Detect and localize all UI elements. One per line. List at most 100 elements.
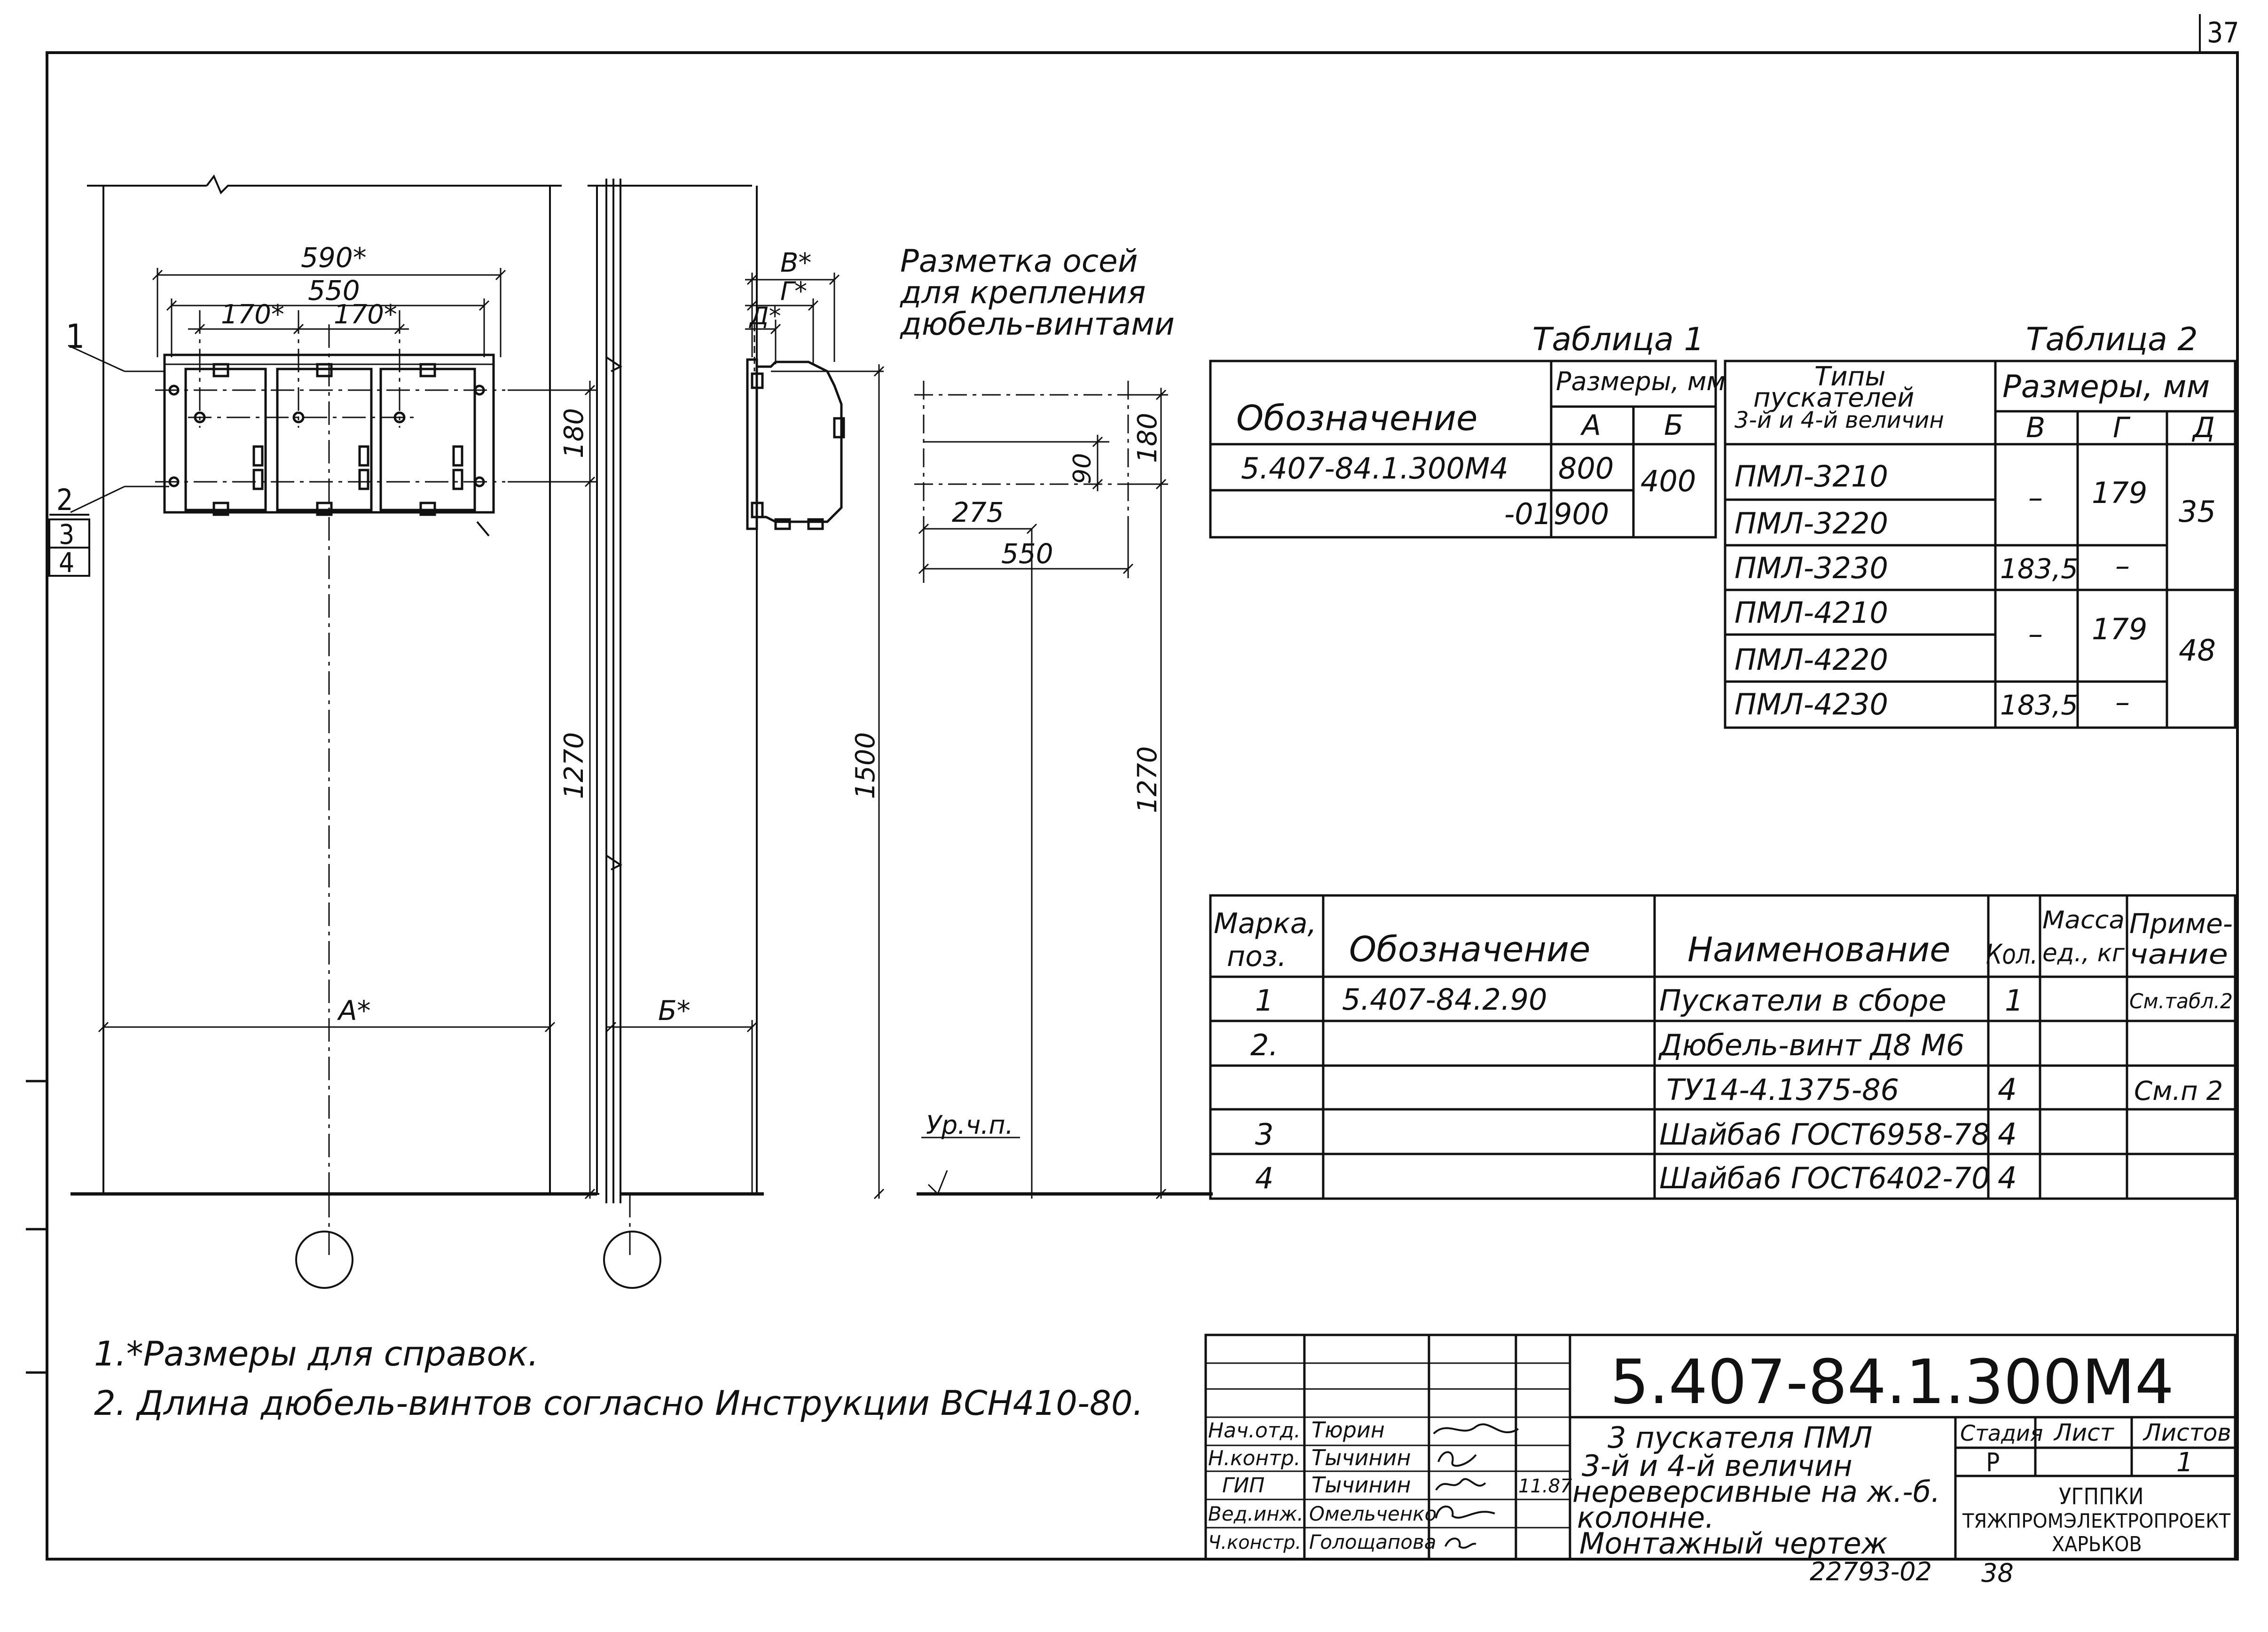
spec-header-name: Наименование <box>1687 930 1951 969</box>
left-margin-ticks <box>26 1080 47 1374</box>
table2-header-types-1: Типы <box>1814 361 1885 392</box>
markup-dim-180: 180 <box>1132 413 1163 463</box>
dim-a: А* <box>337 995 371 1027</box>
markup-dim-550: 550 <box>1001 538 1053 570</box>
table2-type-1: ПМЛ-3210 <box>1734 459 1888 494</box>
table1-header-b: Б <box>1664 409 1683 442</box>
role-2: Н.контр. <box>1208 1446 1301 1470</box>
desc-line-5: Монтажный чертеж <box>1579 1526 1888 1561</box>
org-line-3: ХАРЬКОВ <box>2052 1532 2142 1556</box>
markup-title-line1: Разметка осей <box>900 243 1138 279</box>
spec-row1-designation: 5.407-84.2.90 <box>1342 982 1547 1017</box>
desc-line-2: 3-й и 4-й величин <box>1582 1449 1852 1483</box>
table1-row1-a: 800 <box>1558 451 1614 486</box>
spec-row1-mark: 1 <box>1255 983 1273 1018</box>
table2-g4: – <box>2115 685 2130 719</box>
markup-title-line3: дюбель-винтами <box>900 306 1175 342</box>
table2-type-6: ПМЛ-4230 <box>1734 687 1888 722</box>
spec-header-mark-1: Марка, <box>1214 907 1317 940</box>
table2-g1: 179 <box>2092 476 2147 510</box>
table2-v3: – <box>2028 617 2043 651</box>
role-3: ГИП <box>1222 1474 1265 1498</box>
spec-header-qty: Кол. <box>1986 938 2038 970</box>
name-1: Тюрин <box>1311 1417 1385 1443</box>
spec-row4-name: Шайба6 ГОСТ6958-78 <box>1659 1117 1990 1152</box>
markup-dim-90: 90 <box>1068 453 1097 484</box>
note-1: 1.*Размеры для справок. <box>94 1334 539 1373</box>
spec-header-designation: Обозначение <box>1349 929 1590 970</box>
table2-g3: 179 <box>2092 612 2147 646</box>
role-1: Нач.отд. <box>1208 1419 1301 1443</box>
sheets-value: 1 <box>2176 1447 2193 1478</box>
axis-bubble <box>295 1231 353 1289</box>
name-3: Тычинин <box>1311 1472 1411 1498</box>
name-2: Тычинин <box>1311 1445 1411 1470</box>
spec-row5-mark: 4 <box>1255 1161 1273 1195</box>
role-4: Вед.инж. <box>1208 1502 1303 1525</box>
dim-590: 590* <box>301 242 367 274</box>
starter-side <box>746 358 845 530</box>
header-stage: Стадия <box>1960 1420 2043 1446</box>
dim-b: Б* <box>658 995 691 1027</box>
dim-v: В* <box>780 248 811 278</box>
table1-b-value: 400 <box>1640 464 1696 498</box>
spec-header-mark-2: поз. <box>1227 940 1287 973</box>
table2-type-2: ПМЛ-3220 <box>1734 506 1888 541</box>
floor-level-label: Ур.ч.п. <box>926 1110 1013 1140</box>
spec-row3-note: См.п 2 <box>2134 1076 2223 1106</box>
page-number-box: 37 <box>2199 14 2239 53</box>
spec-header-mass-2: ед., кг <box>2042 939 2125 967</box>
table2-header-d: Д <box>2191 411 2215 444</box>
dim-d: Д* <box>749 302 781 330</box>
note-2: 2. Длина дюбель-винтов согласно Инструкц… <box>94 1383 1144 1423</box>
dim-170-right: 170* <box>334 299 397 330</box>
table2-type-5: ПМЛ-4220 <box>1734 643 1888 677</box>
markup-title-line2: для крепления <box>900 275 1146 311</box>
front-view: 590* 550 170* 170* 180 1270 А* 1 2 3 4 <box>48 174 758 1289</box>
dim-550: 550 <box>308 275 360 306</box>
spec-header-mass-1: Масса <box>2042 906 2125 934</box>
table2-type-4: ПМЛ-4210 <box>1734 596 1888 630</box>
spec-header-note-2: чание <box>2129 938 2228 970</box>
table1-header-designation: Обозначение <box>1236 398 1477 439</box>
table2-type-3: ПМЛ-3230 <box>1734 551 1888 585</box>
header-sheets: Листов <box>2142 1419 2231 1446</box>
spec-row2-name: Дюбель-винт Д8 М6 <box>1658 1028 1964 1062</box>
desc-line-4: колонне. <box>1577 1500 1714 1535</box>
dim-1500: 1500 <box>850 732 881 799</box>
table1-header-a: А <box>1580 409 1601 442</box>
table1-row2-a: 900 <box>1554 497 1609 531</box>
table2-v4: 183,5 <box>2000 689 2078 721</box>
desc-line-1: 3 пускателя ПМЛ <box>1608 1420 1873 1455</box>
table2-header-g: Г <box>2113 411 2131 444</box>
table-1: Таблица 1 Обозначение Размеры, мм А Б 5.… <box>1209 321 1726 539</box>
table2-d2: 48 <box>2179 633 2216 667</box>
table2-header-v: В <box>2026 411 2045 444</box>
table2-title: Таблица 2 <box>2026 321 2198 358</box>
spec-row1-qty: 1 <box>2005 983 2023 1018</box>
callout-2: 2 <box>56 483 73 517</box>
spec-header-note-1: Приме- <box>2129 908 2233 940</box>
header-sheet: Лист <box>2053 1419 2115 1446</box>
table1-header-sizes: Размеры, мм <box>1556 367 1726 396</box>
stage-value: Р <box>1986 1448 2000 1477</box>
callout-3: 3 <box>59 518 74 550</box>
spec-row1-note: См.табл.2 <box>2129 989 2233 1013</box>
dim-170-left: 170* <box>221 299 284 330</box>
spec-table: Марка, поз. Обозначение Наименование Кол… <box>1209 894 2237 1200</box>
spec-row2-mark: 2. <box>1250 1028 1278 1062</box>
name-4: Омельченко <box>1309 1502 1436 1525</box>
markup-dim-1270: 1270 <box>1132 746 1163 813</box>
dim-1270: 1270 <box>559 732 589 799</box>
signatures <box>1433 1423 1519 1549</box>
dim-g: Г* <box>780 276 807 306</box>
callout-4: 4 <box>59 547 74 579</box>
table2-header-sizes: Размеры, мм <box>2002 369 2210 405</box>
archive-number: 22793-02 <box>1810 1557 1932 1586</box>
table2-v2: 183,5 <box>2000 553 2078 585</box>
table2-header-types-2: пускателей <box>1753 383 1914 413</box>
spec-row4-mark: 3 <box>1255 1117 1273 1152</box>
spec-row5-qty: 4 <box>1998 1161 2017 1196</box>
spec-row3-qty: 4 <box>1998 1073 2017 1107</box>
title-block: 5.407-84.1.300М4 Нач.отд. Н.контр. ГИП В… <box>1204 1334 2237 1561</box>
